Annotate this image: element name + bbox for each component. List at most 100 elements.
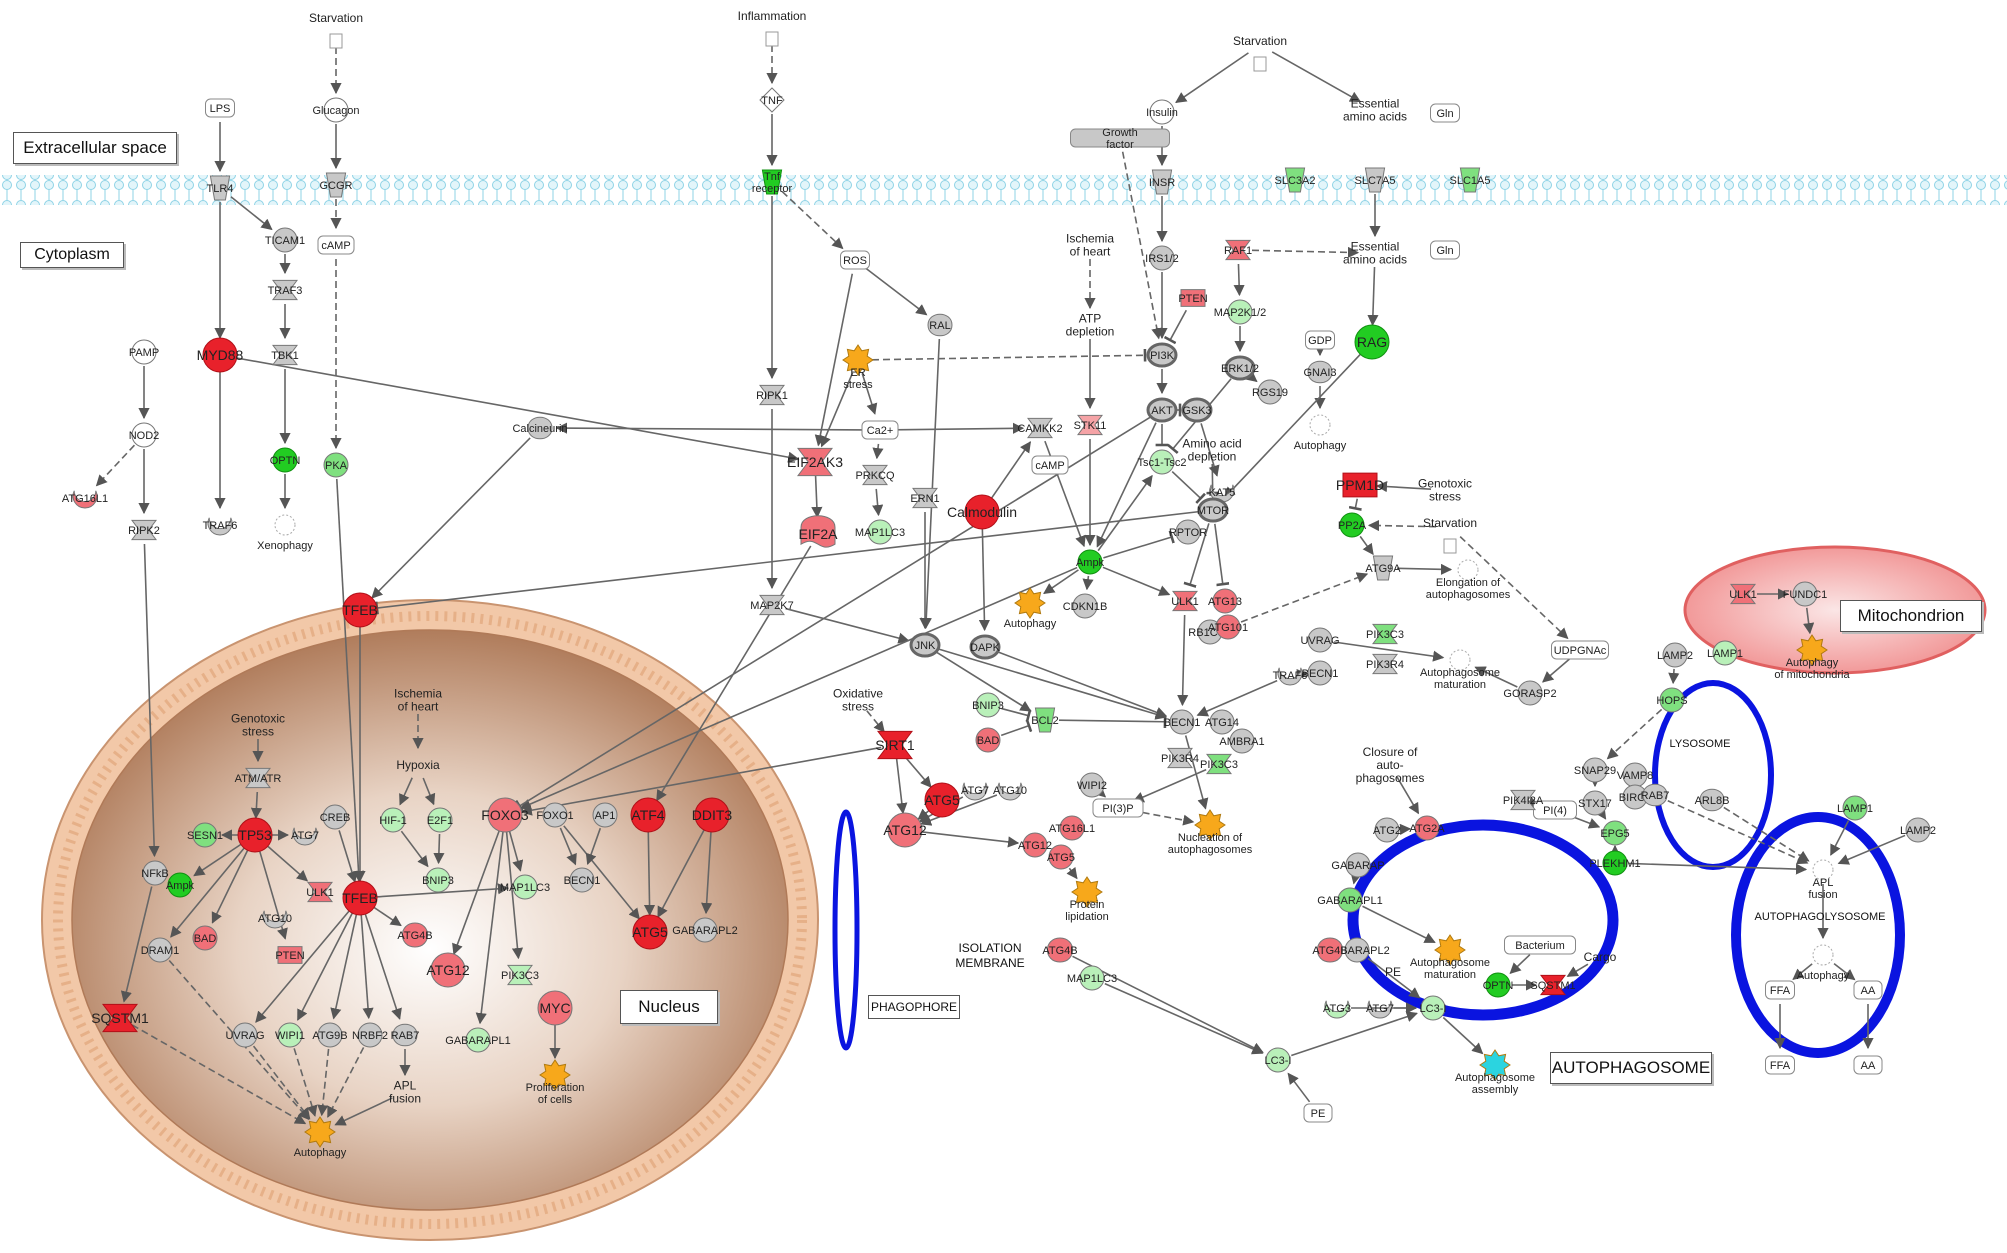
node-calcineurin[interactable]: Calcineurin (512, 417, 567, 439)
node-tsc[interactable]: Tsc1-Tsc2 (1138, 450, 1187, 474)
node-lamp2b[interactable]: LAMP2 (1900, 818, 1936, 842)
node-pik3c3b[interactable]: PIK3C3 (1200, 754, 1238, 773)
node-atg9a[interactable]: ATG9A (1365, 556, 1401, 580)
node-hops[interactable]: HOPS (1656, 688, 1687, 712)
node-autophagy3[interactable]: Autophagy (1797, 945, 1850, 982)
node-starvation2[interactable]: Starvation (1233, 34, 1287, 71)
node-epg5[interactable]: EPG5 (1600, 821, 1629, 845)
node-sqstm1b[interactable]: SQSTM1 (1530, 975, 1575, 994)
node-pik42a[interactable]: PIK4I2A (1503, 790, 1544, 809)
node-tfeb2[interactable]: TFEB (342, 881, 378, 915)
node-vamp8[interactable]: VAMP8 (1617, 763, 1653, 787)
node-gabarapl1[interactable]: GABARAPL1 (1317, 888, 1382, 912)
node-ffa1[interactable]: FFA (1766, 981, 1795, 999)
node-rag[interactable]: RAG (1355, 325, 1389, 359)
node-wipi2[interactable]: WIPI2 (1077, 773, 1107, 797)
node-tnf[interactable]: TNF (760, 88, 784, 112)
node-erk12[interactable]: ERK1/2 (1221, 357, 1259, 379)
node-hypoxia[interactable]: Hypoxia (396, 758, 440, 772)
node-tbk1[interactable]: TBK1 (271, 345, 299, 364)
node-pamp[interactable]: PAMP (129, 340, 159, 364)
node-camp2[interactable]: cAMP (1032, 456, 1068, 474)
node-xenophagy[interactable]: Xenophagy (257, 515, 313, 552)
node-ap1[interactable]: AP1 (593, 803, 617, 827)
node-prkcq[interactable]: PRKCQ (855, 465, 895, 484)
node-lamp1b[interactable]: LAMP1 (1837, 796, 1873, 820)
node-eif2a[interactable]: EIF2A (799, 516, 839, 547)
node-mtor[interactable]: MTOR (1197, 499, 1229, 521)
node-cdkn1b[interactable]: CDKN1B (1063, 594, 1108, 618)
node-ppm1d[interactable]: PPM1D (1336, 473, 1384, 497)
node-aa2[interactable]: AA (1854, 1056, 1882, 1074)
node-atg5a[interactable]: ATG5 (924, 783, 960, 817)
node-gln2[interactable]: Gln (1431, 241, 1460, 259)
node-ffa2[interactable]: FFA (1766, 1056, 1795, 1074)
node-atg2[interactable]: ATG2 (1373, 818, 1401, 842)
node-gsk3[interactable]: GSK3 (1182, 399, 1211, 421)
node-atg14[interactable]: ATG14 (1205, 710, 1239, 734)
node-camp1[interactable]: cAMP (318, 236, 354, 254)
node-traf6a[interactable]: TRAF6 (203, 518, 238, 535)
node-atg4bb[interactable]: ATG4B (1312, 938, 1347, 962)
node-pik3r4a[interactable]: PIK3R4 (1366, 654, 1404, 673)
node-uvrag1[interactable]: UVRAG (1300, 628, 1339, 652)
node-gnai3[interactable]: GNAI3 (1303, 361, 1336, 383)
node-bacterium[interactable]: Bacterium (1505, 936, 1576, 954)
node-autophagy1[interactable]: Autophagy (1004, 588, 1057, 630)
node-ern1[interactable]: ERN1 (910, 488, 939, 507)
node-atg4ba[interactable]: ATG4B (1042, 938, 1077, 962)
node-tfeb1[interactable]: TFEB (342, 593, 378, 627)
node-raf1[interactable]: RAF1 (1224, 240, 1252, 259)
node-traf3[interactable]: TRAF3 (268, 280, 303, 299)
node-tp53[interactable]: TP53 (238, 818, 272, 852)
node-atg5n[interactable]: ATG5 (632, 915, 668, 949)
node-optn1[interactable]: OPTN (270, 448, 301, 472)
node-gln1[interactable]: Gln (1431, 104, 1460, 122)
node-e2f1[interactable]: E2F1 (427, 808, 453, 832)
node-udpglcnac[interactable]: UDPGNAc (1552, 641, 1609, 659)
node-atg7b[interactable]: ATG7 (961, 783, 989, 800)
node-insulin[interactable]: Insulin (1146, 100, 1178, 124)
node-atg13a[interactable]: ATG13 (1208, 589, 1242, 613)
node-map1lc3a[interactable]: MAP1LC3 (855, 520, 905, 544)
node-gdp[interactable]: GDP (1306, 331, 1335, 349)
node-eif2ak3[interactable]: EIF2AK3 (787, 448, 843, 475)
node-ptenn[interactable]: PTEN (275, 947, 304, 964)
node-pp2a[interactable]: PP2A (1338, 513, 1367, 537)
node-atg7c[interactable]: ATG7 (1366, 1001, 1394, 1018)
node-rgs19[interactable]: RGS19 (1252, 380, 1288, 404)
node-map2k7[interactable]: MAP2K7 (750, 595, 793, 614)
node-camkk2[interactable]: CAMKK2 (1017, 418, 1062, 437)
node-pik3c3a[interactable]: PIK3C3 (1366, 624, 1404, 643)
node-starvation3[interactable]: Starvation (1423, 516, 1477, 553)
node-ulk1a[interactable]: ULK1 (1171, 591, 1199, 610)
node-pka[interactable]: PKA (324, 453, 348, 477)
node-stx17[interactable]: STX17 (1578, 791, 1612, 815)
node-optn2[interactable]: OPTN (1483, 973, 1514, 997)
node-ulk1n[interactable]: ULK1 (306, 882, 334, 901)
node-snap29[interactable]: SNAP29 (1574, 758, 1616, 782)
node-akt[interactable]: AKT (1148, 399, 1176, 421)
node-atg3[interactable]: ATG3 (1323, 1001, 1351, 1018)
node-lc3i[interactable]: LC3-I (1265, 1048, 1292, 1072)
node-calmodulin[interactable]: Calmodulin (947, 495, 1017, 529)
node-atg10b[interactable]: ATG10 (993, 783, 1027, 800)
node-sirt1[interactable]: SIRT1 (875, 731, 915, 758)
node-ticam1[interactable]: TICAM1 (265, 228, 305, 252)
node-becn1b[interactable]: BECN1 (1164, 710, 1201, 734)
node-pi3k[interactable]: PI3K (1148, 344, 1176, 366)
node-aa1[interactable]: AA (1854, 981, 1882, 999)
